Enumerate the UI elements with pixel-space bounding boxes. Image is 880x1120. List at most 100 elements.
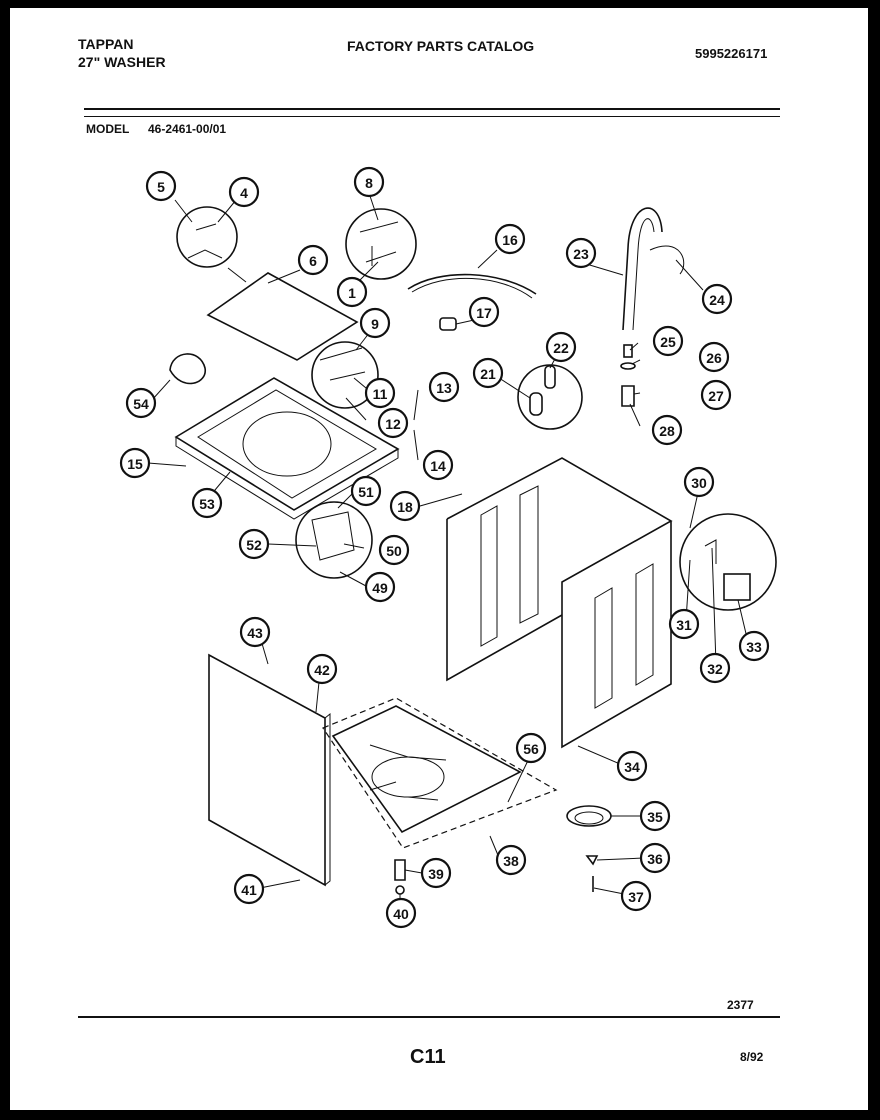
footer-rule bbox=[78, 1016, 780, 1018]
page-code: C11 bbox=[410, 1046, 446, 1068]
part-callout-34: 34 bbox=[616, 750, 648, 782]
part-callout-label: 26 bbox=[706, 350, 722, 366]
part-callout-9: 9 bbox=[359, 307, 391, 339]
parts-catalog-page: TAPPAN 27" WASHER FACTORY PARTS CATALOG … bbox=[10, 8, 868, 1110]
part-callout-15: 15 bbox=[119, 447, 151, 479]
part-callout-27: 27 bbox=[700, 379, 732, 411]
part-callout-1: 1 bbox=[336, 276, 368, 308]
part-callout-label: 52 bbox=[246, 537, 262, 553]
part-callout-label: 22 bbox=[553, 340, 569, 356]
part-callout-30: 30 bbox=[683, 466, 715, 498]
part-callout-50: 50 bbox=[378, 534, 410, 566]
part-callout-label: 36 bbox=[647, 851, 663, 867]
part-callout-18: 18 bbox=[389, 490, 421, 522]
part-callout-label: 17 bbox=[476, 305, 492, 321]
part-callout-8: 8 bbox=[353, 166, 385, 198]
part-callout-label: 38 bbox=[503, 853, 519, 869]
part-callout-label: 21 bbox=[480, 366, 496, 382]
part-callout-53: 53 bbox=[191, 487, 223, 519]
part-callout-label: 35 bbox=[647, 809, 663, 825]
drawing-number: 2377 bbox=[727, 998, 754, 1012]
part-callout-32: 32 bbox=[699, 652, 731, 684]
part-callout-56: 56 bbox=[515, 732, 547, 764]
part-callout-26: 26 bbox=[698, 341, 730, 373]
header-rule-lower bbox=[84, 116, 780, 117]
part-callout-40: 40 bbox=[385, 897, 417, 929]
part-callout-4: 4 bbox=[228, 176, 260, 208]
part-callout-label: 30 bbox=[691, 475, 707, 491]
part-callout-28: 28 bbox=[651, 414, 683, 446]
part-callout-label: 23 bbox=[573, 246, 589, 262]
part-callout-label: 43 bbox=[247, 625, 263, 641]
part-callout-label: 12 bbox=[385, 416, 401, 432]
part-callout-label: 18 bbox=[397, 499, 413, 515]
part-callout-label: 8 bbox=[365, 175, 373, 191]
part-callout-label: 41 bbox=[241, 882, 257, 898]
catalog-title: FACTORY PARTS CATALOG bbox=[347, 38, 535, 54]
part-callout-36: 36 bbox=[639, 842, 671, 874]
issue-date: 8/92 bbox=[740, 1050, 764, 1064]
part-callout-31: 31 bbox=[668, 608, 700, 640]
part-callout-52: 52 bbox=[238, 528, 270, 560]
part-callout-label: 1 bbox=[348, 285, 356, 301]
product-name: 27" WASHER bbox=[78, 54, 166, 70]
part-callout-12: 12 bbox=[377, 407, 409, 439]
part-callout-label: 13 bbox=[436, 380, 452, 396]
part-callout-21: 21 bbox=[472, 357, 504, 389]
part-callout-label: 34 bbox=[624, 759, 640, 775]
part-callout-label: 9 bbox=[371, 316, 379, 332]
part-callout-13: 13 bbox=[428, 371, 460, 403]
part-callout-label: 53 bbox=[199, 496, 215, 512]
part-callout-label: 51 bbox=[358, 484, 374, 500]
part-callout-label: 32 bbox=[707, 661, 723, 677]
part-callout-25: 25 bbox=[652, 325, 684, 357]
part-callout-label: 39 bbox=[428, 866, 444, 882]
part-callout-23: 23 bbox=[565, 237, 597, 269]
part-callout-label: 49 bbox=[372, 580, 388, 596]
part-callout-17: 17 bbox=[468, 296, 500, 328]
part-callout-39: 39 bbox=[420, 857, 452, 889]
part-callout-label: 11 bbox=[373, 386, 388, 402]
part-callout-label: 50 bbox=[386, 543, 402, 559]
part-callout-38: 38 bbox=[495, 844, 527, 876]
part-callout-label: 54 bbox=[133, 396, 149, 412]
model-number: 46-2461-00/01 bbox=[148, 122, 227, 136]
part-callout-33: 33 bbox=[738, 630, 770, 662]
part-callout-43: 43 bbox=[239, 616, 271, 648]
part-callout-label: 15 bbox=[127, 456, 143, 472]
part-callout-35: 35 bbox=[639, 800, 671, 832]
part-callout-54: 54 bbox=[125, 387, 157, 419]
part-callout-5: 5 bbox=[145, 170, 177, 202]
part-callout-16: 16 bbox=[494, 223, 526, 255]
part-callout-label: 16 bbox=[502, 232, 518, 248]
part-callout-label: 56 bbox=[523, 741, 539, 757]
part-callout-42: 42 bbox=[306, 653, 338, 685]
part-callout-label: 4 bbox=[240, 185, 248, 201]
part-callout-label: 40 bbox=[393, 906, 409, 922]
part-callout-label: 31 bbox=[676, 617, 692, 633]
part-callout-51: 51 bbox=[350, 475, 382, 507]
part-callout-label: 6 bbox=[309, 253, 317, 269]
part-callout-22: 22 bbox=[545, 331, 577, 363]
brand-name: TAPPAN bbox=[78, 36, 134, 52]
part-callout-37: 37 bbox=[620, 880, 652, 912]
part-callout-label: 42 bbox=[314, 662, 330, 678]
part-callout-label: 25 bbox=[660, 334, 676, 350]
part-callout-label: 33 bbox=[746, 639, 762, 655]
header-rule bbox=[84, 108, 780, 110]
part-callout-label: 14 bbox=[430, 458, 446, 474]
part-callout-49: 49 bbox=[364, 571, 396, 603]
part-callout-label: 37 bbox=[628, 889, 644, 905]
catalog-number: 5995226171 bbox=[695, 46, 768, 61]
part-callout-label: 24 bbox=[709, 292, 725, 308]
part-callout-24: 24 bbox=[701, 283, 733, 315]
part-callout-label: 28 bbox=[659, 423, 675, 439]
exploded-parts-diagram: 1456891112131415161718212223242526272830… bbox=[119, 166, 777, 929]
part-callout-6: 6 bbox=[297, 244, 329, 276]
part-callout-label: 27 bbox=[708, 388, 724, 404]
part-callout-11: 11 bbox=[364, 377, 396, 409]
part-callout-14: 14 bbox=[422, 449, 454, 481]
model-label: MODEL bbox=[86, 122, 130, 136]
part-callout-label: 5 bbox=[157, 179, 165, 195]
part-callout-41: 41 bbox=[233, 873, 265, 905]
